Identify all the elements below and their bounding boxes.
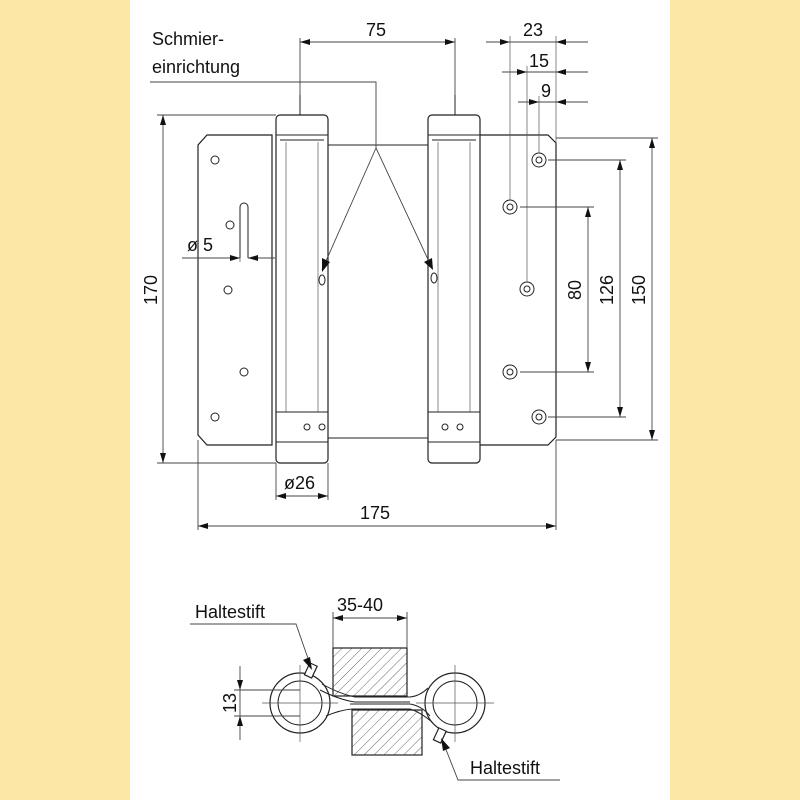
right-barrel [427, 114, 481, 464]
lube-hole-left [318, 274, 326, 286]
pin-front [239, 202, 249, 258]
left-leaf-plate [197, 134, 273, 446]
dim-170: 170 [141, 275, 161, 305]
left-leaf-holes [210, 155, 249, 422]
dim-15: 15 [529, 51, 549, 71]
right-leaf-holes [502, 152, 547, 425]
left-barrel [275, 114, 329, 464]
dim-dia5: ø 5 [187, 235, 213, 255]
front-dimensions [150, 36, 658, 530]
dim-150: 150 [629, 275, 649, 305]
dim-175: 175 [360, 503, 390, 523]
door-leaf-top [332, 647, 408, 697]
dim-75: 75 [366, 20, 386, 40]
door-leaf-bottom [351, 709, 423, 756]
right-leaf-plate [477, 134, 557, 446]
label-haltestift-top: Haltestift [195, 602, 265, 622]
dim-126: 126 [597, 275, 617, 305]
dim-13: 13 [220, 693, 240, 713]
label-lubrication-line1: Schmier- [152, 29, 224, 49]
lube-hole-right [430, 272, 438, 284]
hinge-section-view [190, 612, 560, 781]
dim-9: 9 [541, 81, 551, 101]
label-lubrication-line2: einrichtung [152, 57, 240, 77]
dim-23: 23 [523, 20, 543, 40]
dim-35-40: 35-40 [337, 595, 383, 615]
dim-80: 80 [565, 280, 585, 300]
section-pin-bottom [432, 727, 447, 744]
section-pin-top [303, 662, 318, 679]
dim-dia26: ø26 [284, 473, 315, 493]
label-haltestift-bottom: Haltestift [470, 758, 540, 778]
hinge-front-view [197, 95, 557, 464]
